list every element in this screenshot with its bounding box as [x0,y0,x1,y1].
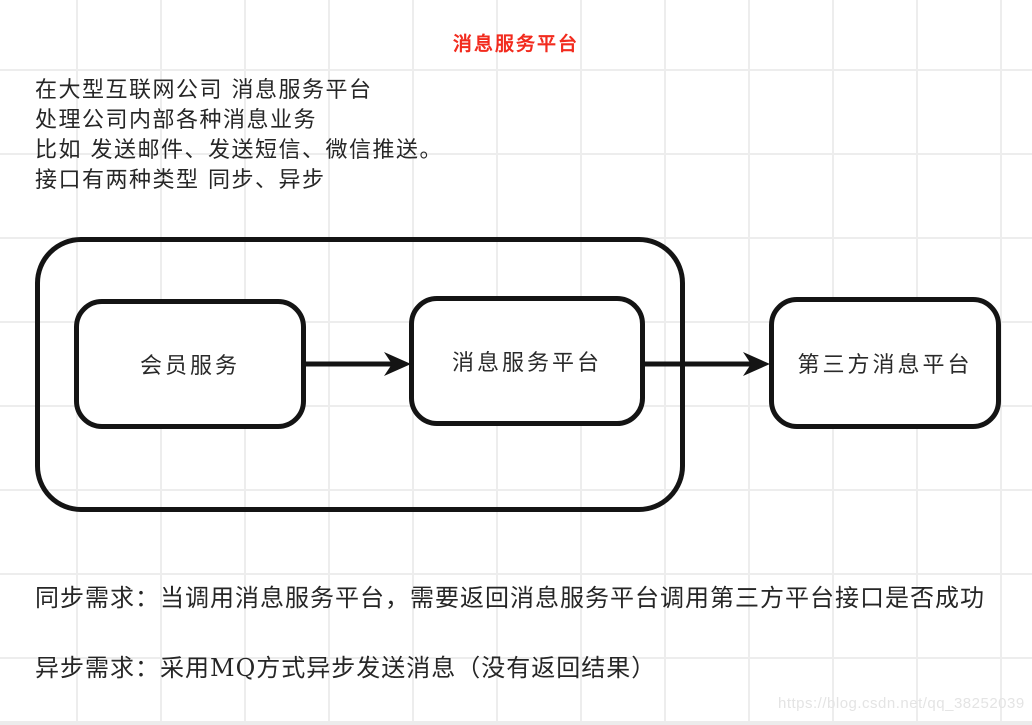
node-member-service-label: 会员服务 [139,354,240,379]
node-third-party-platform-label: 第三方消息平台 [797,353,973,378]
intro-line-1: 在大型互联网公司 消息服务平台 [35,78,373,103]
intro-paragraph: 在大型互联网公司 消息服务平台 处理公司内部各种消息业务 比如 发送邮件、发送短… [35,76,443,196]
page-title: 消息服务平台 [452,34,579,55]
internal-system-boundary [35,237,685,512]
node-member-service: 会员服务 [74,299,306,429]
intro-line-2: 处理公司内部各种消息业务 [35,108,318,133]
intro-line-3: 比如 发送邮件、发送短信、微信推送。 [35,138,443,163]
node-message-platform: 消息服务平台 [409,296,645,426]
node-third-party-platform: 第三方消息平台 [769,297,1001,429]
bottom-edge-strip [0,721,1032,725]
csdn-watermark: https://blog.csdn.net/qq_38252039 [778,695,1025,712]
sync-requirement-note: 同步需求：当调用消息服务平台，需要返回消息服务平台调用第三方平台接口是否成功 [35,584,985,612]
intro-line-4: 接口有两种类型 同步、异步 [35,168,326,193]
node-message-platform-label: 消息服务平台 [451,351,602,376]
async-requirement-note: 异步需求：采用MQ方式异步发送消息（没有返回结果） [35,654,657,682]
